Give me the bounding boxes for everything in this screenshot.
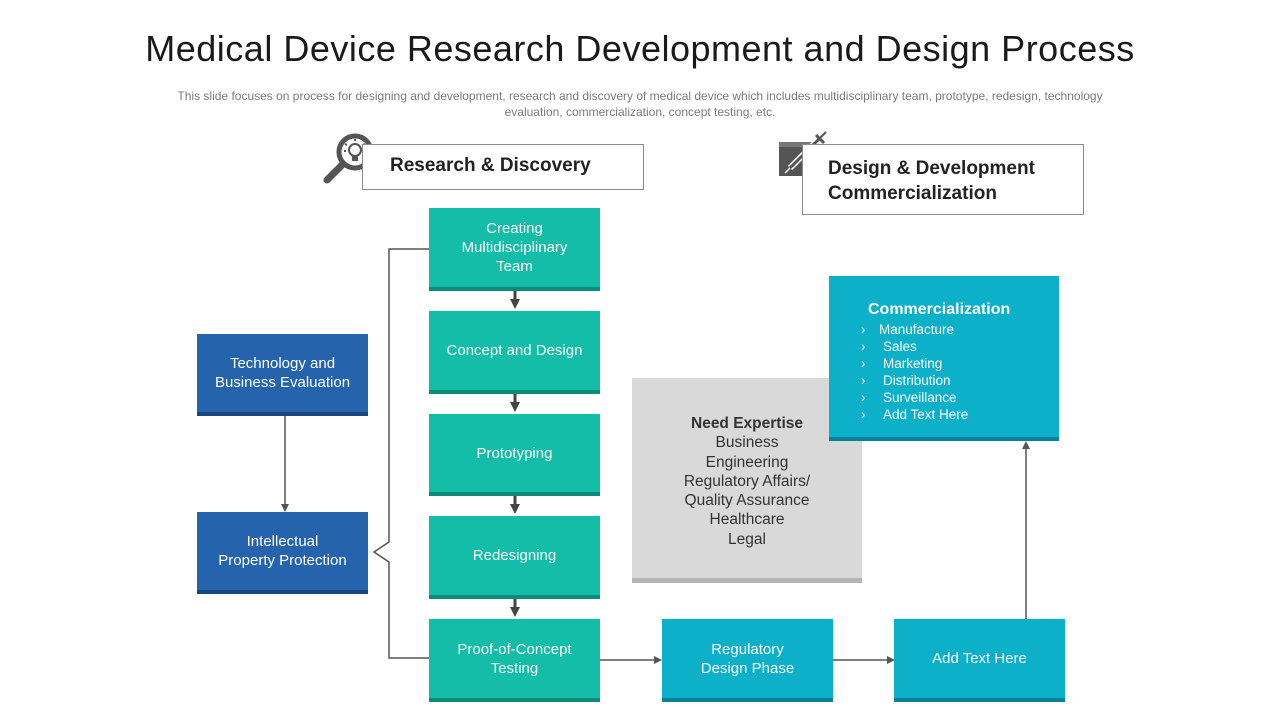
- step-creating-team-label: Creating Multidisciplinary Team: [461, 220, 568, 275]
- commercialization-item: › Marketing: [861, 355, 1010, 372]
- chevron-right-icon: ›: [861, 339, 866, 354]
- expertise-item: Legal: [728, 530, 766, 548]
- step-proof-of-concept: Proof-of-Concept Testing: [429, 619, 600, 702]
- expertise-item: Engineering: [705, 453, 789, 471]
- commercialization-item-label: Add Text Here: [883, 407, 969, 422]
- chevron-right-icon: ›: [861, 373, 866, 388]
- commercialization-item-label: Surveillance: [883, 390, 957, 405]
- step-add-text-label: Add Text Here: [932, 650, 1027, 667]
- step-redesigning-label: Redesigning: [472, 547, 557, 564]
- commercialization-item: › Manufacture: [861, 321, 1010, 338]
- step-ip-protection: Intellectual Property Protection: [197, 512, 368, 594]
- chevron-right-icon: ›: [861, 322, 866, 337]
- commercialization-item: › Surveillance: [861, 389, 1010, 406]
- research-discovery-header: Research & Discovery: [362, 144, 644, 190]
- design-development-header: Design & Development Commercialization: [802, 144, 1084, 215]
- commercialization-item: › Sales: [861, 338, 1010, 355]
- commercialization-item: › Add Text Here: [861, 406, 1010, 423]
- step-prototyping-label: Prototyping: [476, 444, 553, 462]
- page-title: Medical Device Research Development and …: [145, 28, 1135, 69]
- need-expertise-box: Need Expertise Business Engineering Regu…: [632, 378, 862, 583]
- step-proof-of-concept-label: Proof-of-Concept Testing: [457, 640, 572, 677]
- commercialization-item-label: Distribution: [883, 373, 951, 388]
- step-tech-business-eval: Technology and Business Evaluation: [197, 334, 368, 416]
- step-redesigning: Redesigning: [429, 516, 600, 599]
- step-add-text: Add Text Here: [894, 619, 1065, 702]
- design-development-label: Design & Development Commercialization: [828, 158, 1035, 204]
- step-concept-design-label: Concept and Design: [446, 342, 583, 359]
- commercialization-list: › Manufacture › Sales › Marketing › Distribu…: [861, 321, 1010, 423]
- step-ip-protection-label: Intellectual Property Protection: [218, 533, 347, 569]
- page-subtitle: This slide focuses on process for design…: [177, 89, 1103, 119]
- commercialization-item-label: Manufacture: [879, 322, 955, 337]
- need-expertise-title: Need Expertise: [691, 415, 803, 432]
- expertise-item: Quality Assurance: [684, 492, 810, 510]
- step-creating-team: Creating Multidisciplinary Team: [429, 208, 600, 291]
- bracket-line: [372, 248, 429, 659]
- commercialization-title: Commercialization: [868, 301, 1011, 318]
- expertise-item: Regulatory Affairs/: [683, 472, 811, 490]
- step-regulatory-design: Regulatory Design Phase: [662, 619, 833, 702]
- step-regulatory-design-label: Regulatory Design Phase: [700, 640, 795, 677]
- commercialization-item: › Distribution: [861, 372, 1010, 389]
- step-tech-business-eval-label: Technology and Business Evaluation: [214, 355, 351, 391]
- commercialization-item-label: Sales: [883, 339, 917, 354]
- chevron-right-icon: ›: [861, 407, 866, 422]
- step-concept-design: Concept and Design: [429, 311, 600, 394]
- chevron-right-icon: ›: [861, 356, 866, 371]
- commercialization-item-label: Marketing: [883, 356, 943, 371]
- chevron-right-icon: ›: [861, 390, 866, 405]
- commercialization-box: Commercialization › Manufacture › Sales › M…: [829, 276, 1059, 441]
- step-prototyping: Prototyping: [429, 414, 600, 496]
- expertise-item: Healthcare: [709, 511, 785, 529]
- expertise-item: Business: [715, 434, 779, 452]
